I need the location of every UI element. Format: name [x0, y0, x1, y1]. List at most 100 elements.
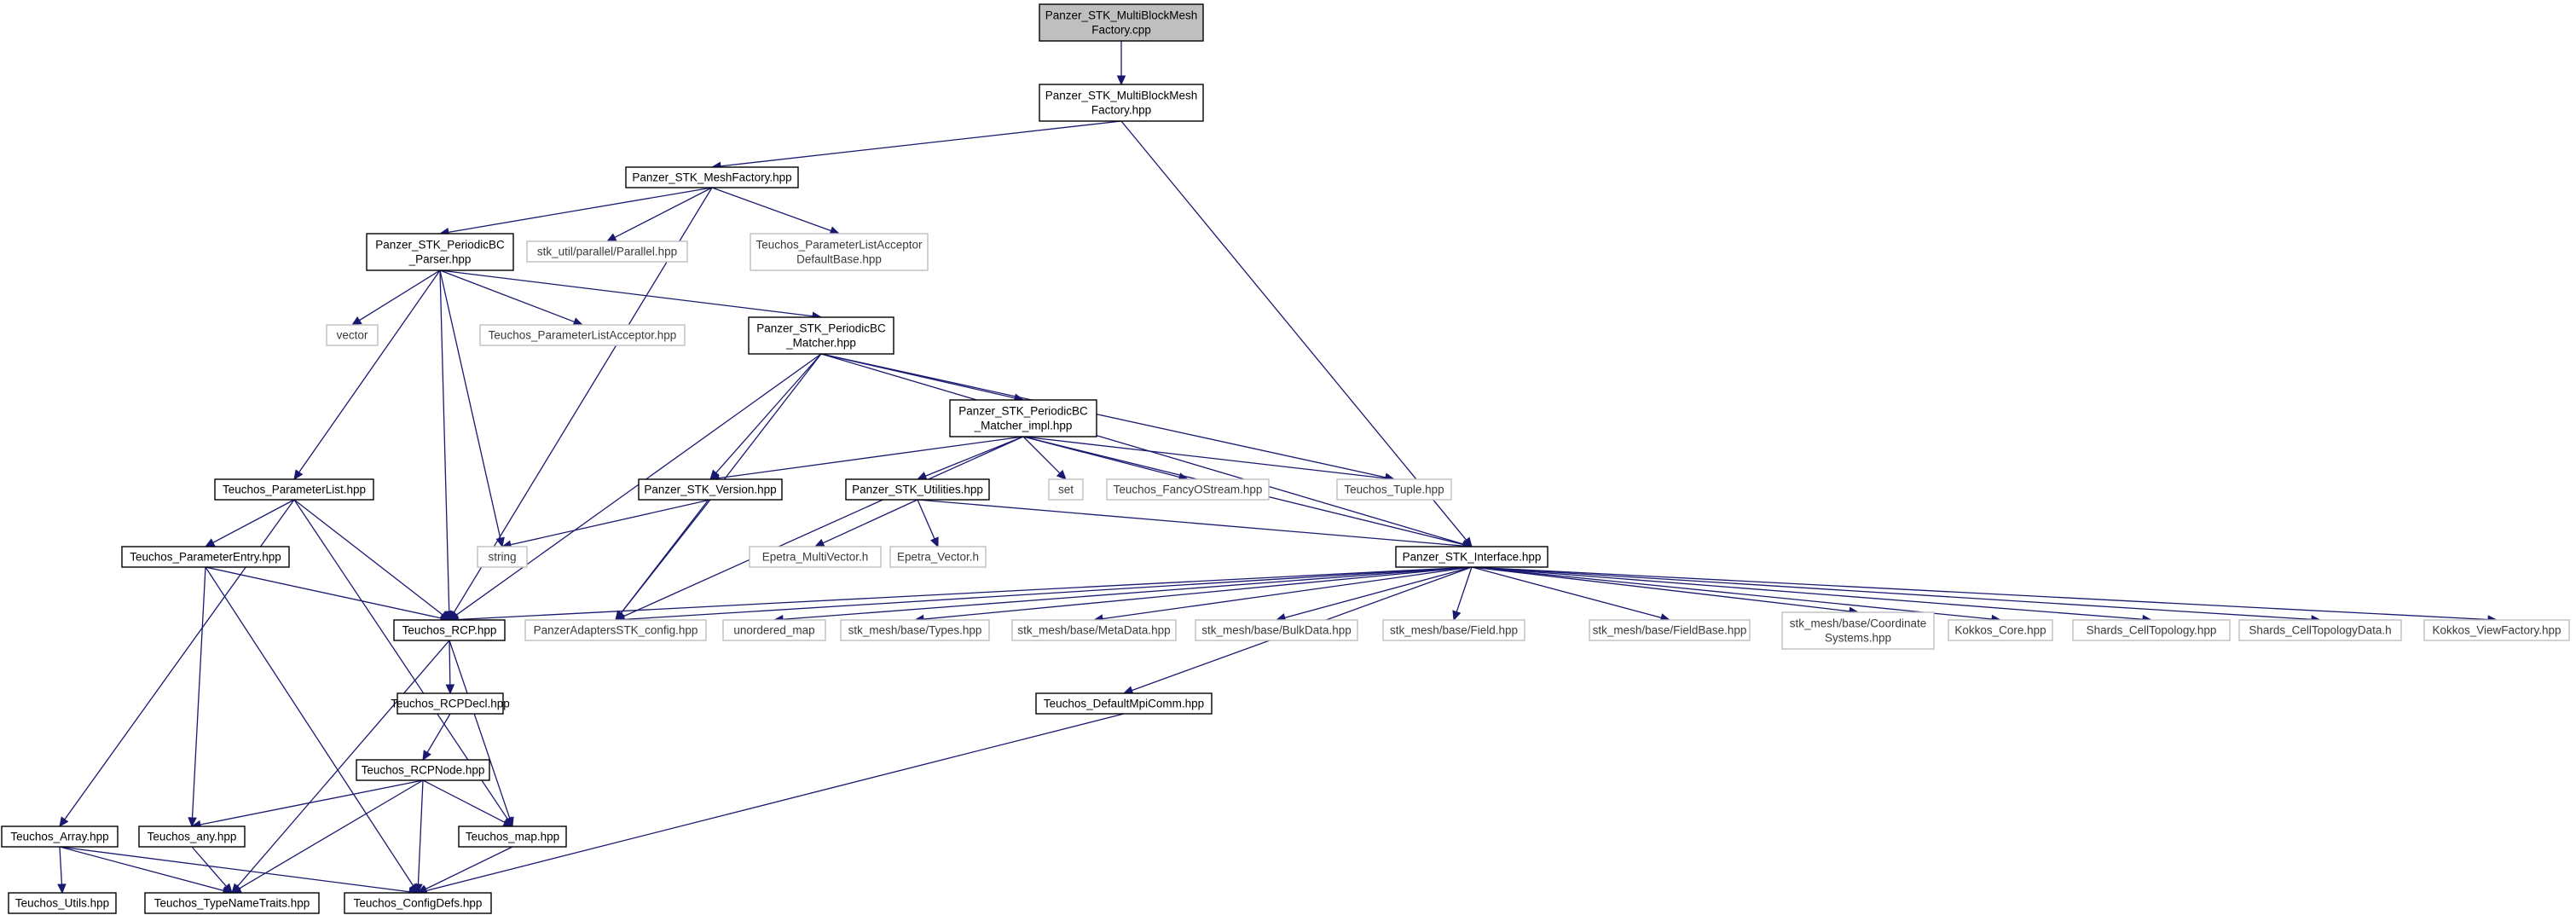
node-box[interactable]: [748, 316, 894, 355]
edge-line: [59, 846, 410, 893]
node-label: string: [488, 551, 516, 564]
node-box[interactable]: [1039, 84, 1204, 122]
node-label: set: [1058, 484, 1074, 496]
edge-interface-to-rcp: [448, 566, 1473, 624]
node-label: Kokkos_Core.hpp: [1954, 624, 2046, 637]
arrowhead-icon: [1056, 469, 1067, 480]
edge-line: [212, 499, 295, 543]
nodes-layer: Panzer_STK_MultiBlockMeshFactory.cppPanz…: [1, 3, 2570, 914]
node-meshfac[interactable]: Panzer_STK_MeshFactory.hpp: [625, 166, 799, 188]
edge-pbcParser-to-paramList: [293, 269, 441, 480]
edge-array-to-typename: [59, 846, 234, 895]
node-paramList[interactable]: Teuchos_ParameterList.hpp: [214, 478, 374, 501]
node-box[interactable]: [138, 825, 246, 848]
node-box[interactable]: [366, 233, 514, 271]
edge-line: [1102, 566, 1473, 620]
node-mpicomm[interactable]: Teuchos_DefaultMpiComm.hpp: [1035, 692, 1213, 715]
node-configdefs[interactable]: Teuchos_ConfigDefs.hpp: [344, 892, 492, 914]
edge-line: [448, 187, 713, 233]
edge-line: [298, 269, 441, 473]
node-box[interactable]: [458, 825, 567, 848]
node-box: [479, 324, 686, 346]
node-box[interactable]: [1035, 692, 1213, 715]
edge-line: [59, 846, 63, 885]
node-any[interactable]: Teuchos_any.hpp: [138, 825, 246, 848]
node-box[interactable]: [1, 825, 119, 848]
node-box[interactable]: [625, 166, 799, 188]
node-box[interactable]: [845, 478, 990, 501]
edge-line: [439, 269, 450, 612]
node-box: [1011, 619, 1177, 641]
edge-line: [622, 436, 1024, 617]
node-box: [524, 619, 707, 641]
edge-line: [711, 187, 831, 232]
arrowhead-icon: [1116, 75, 1126, 86]
edge-line: [720, 120, 1122, 167]
edge-pbcImpl-to-version: [709, 436, 1024, 483]
edge-pbcImpl-to-tuple: [1022, 436, 1396, 484]
node-rcpnode[interactable]: Teuchos_RCPNode.hpp: [356, 759, 490, 781]
node-label: vector: [337, 329, 368, 342]
node-box: [1336, 478, 1452, 501]
node-box: [2238, 619, 2402, 641]
node-box[interactable]: [8, 892, 117, 914]
edge-line: [449, 640, 451, 686]
node-label: _Parser.hpp: [408, 253, 472, 266]
edge-line: [439, 269, 575, 323]
node-box: [2423, 619, 2570, 641]
node-box[interactable]: [214, 478, 374, 501]
edge-line: [1456, 566, 1473, 612]
node-utils[interactable]: Teuchos_Utils.hpp: [8, 892, 117, 914]
node-pbcImpl[interactable]: Panzer_STK_PeriodicBC_Matcher_impl.hpp: [949, 399, 1097, 437]
node-label: Kokkos_ViewFactory.hpp: [2432, 624, 2561, 637]
node-map[interactable]: Teuchos_map.hpp: [458, 825, 567, 848]
node-version[interactable]: Panzer_STK_Version.hpp: [638, 478, 783, 501]
node-label: _Matcher_impl.hpp: [974, 420, 1073, 432]
node-box: [1781, 611, 1935, 650]
node-label: Teuchos_any.hpp: [148, 831, 237, 843]
node-box[interactable]: [121, 546, 290, 568]
node-paramEntry[interactable]: Teuchos_ParameterEntry.hpp: [121, 546, 290, 568]
node-label: Teuchos_ParameterListAcceptor.hpp: [489, 329, 677, 342]
node-box[interactable]: [949, 399, 1097, 437]
node-box[interactable]: [1395, 546, 1548, 568]
edge-line: [1022, 436, 1386, 479]
node-interface[interactable]: Panzer_STK_Interface.hpp: [1395, 546, 1548, 568]
node-box[interactable]: [1039, 3, 1204, 42]
edge-line: [425, 846, 513, 890]
arrowhead-icon: [495, 536, 505, 548]
node-rcp[interactable]: Teuchos_RCP.hpp: [393, 619, 506, 641]
node-typename[interactable]: Teuchos_TypeNameTraits.hpp: [144, 892, 320, 914]
node-box[interactable]: [344, 892, 492, 914]
node-array[interactable]: Teuchos_Array.hpp: [1, 825, 119, 848]
edge-line: [293, 499, 443, 616]
node-label: Teuchos_FancyOStream.hpp: [1114, 484, 1263, 496]
node-box[interactable]: [397, 692, 504, 715]
edge-rcpnode-to-any: [190, 779, 424, 830]
node-rcpdecl[interactable]: Teuchos_RCPDecl.hpp: [391, 692, 510, 715]
edge-line: [422, 779, 506, 824]
node-box[interactable]: [393, 619, 506, 641]
node-box[interactable]: [356, 759, 490, 781]
edge-array-to-utils: [57, 846, 67, 895]
node-label: Teuchos_ParameterList.hpp: [223, 484, 366, 496]
node-utilities[interactable]: Panzer_STK_Utilities.hpp: [845, 478, 990, 501]
edge-line: [923, 566, 1473, 620]
edge-line: [1471, 566, 2489, 621]
node-pla: Teuchos_ParameterListAcceptor.hpp: [479, 324, 686, 346]
node-label: Teuchos_Tuple.hpp: [1344, 484, 1444, 496]
node-box: [749, 546, 882, 568]
node-box[interactable]: [144, 892, 320, 914]
arrowhead-icon: [188, 817, 197, 828]
node-pbcMatcher[interactable]: Panzer_STK_PeriodicBC_Matcher.hpp: [748, 316, 894, 355]
edge-line: [1471, 566, 2313, 621]
arrowhead-icon: [414, 883, 423, 895]
node-box[interactable]: [638, 478, 783, 501]
node-box: [722, 619, 826, 641]
node-label: Teuchos_ConfigDefs.hpp: [354, 897, 483, 910]
edge-interface-to-viewfac: [1471, 566, 2498, 624]
node-epetraV: Epetra_Vector.h: [889, 546, 987, 568]
node-pbcParser[interactable]: Panzer_STK_PeriodicBC_Parser.hpp: [366, 233, 514, 271]
